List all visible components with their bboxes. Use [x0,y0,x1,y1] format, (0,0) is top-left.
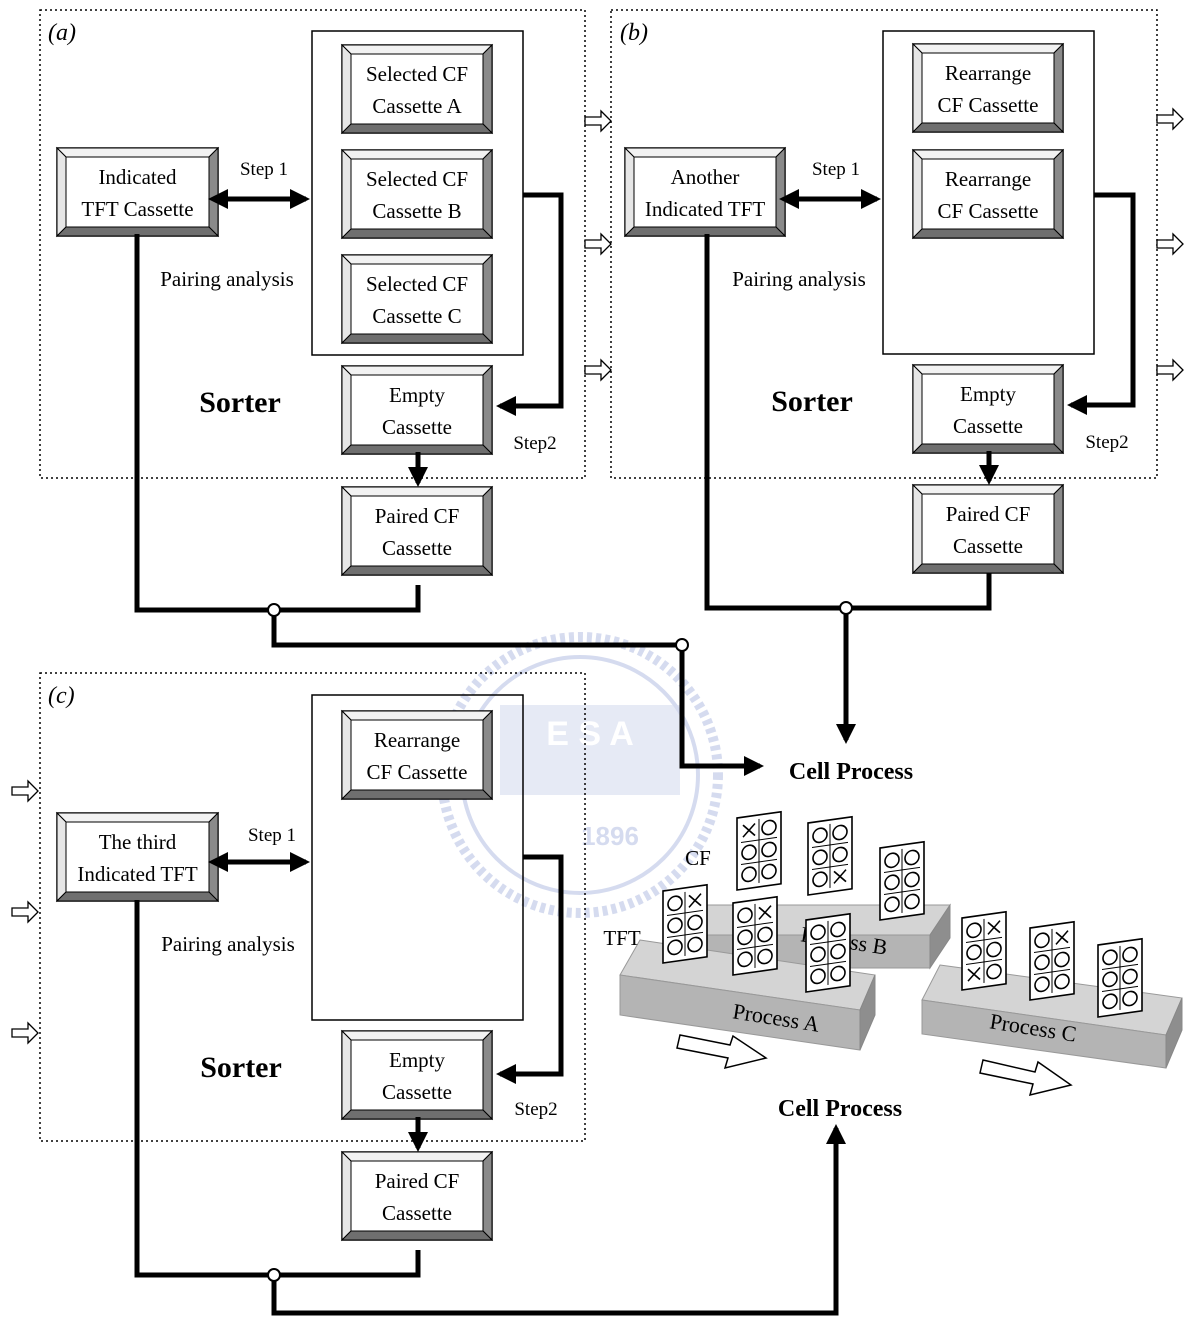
process-c-card-2 [1030,922,1074,1000]
panel-a-junction-line [274,610,682,645]
panel-a-empty-cassette-line-1: Empty [389,383,445,407]
panel-c-empty-cassette-line-1: Empty [389,1048,445,1072]
panel-c-tft-cassette-line-2: Indicated TFT [77,862,198,886]
panel-b-tft-cassette-line-1: Another [671,165,740,189]
panel-a-cf-cassette-c-line-2: Cassette C [372,304,461,328]
panel-c-paired-cassette-line-1: Paired CF [375,1169,460,1193]
panel-c-edge-arrow-1 [12,781,38,801]
panel-a-edge-arrow-1 [585,111,611,131]
panel-a-pairing-label: Pairing analysis [160,267,294,291]
panel-a-cf-cassette-a: Selected CF Cassette A [342,45,492,133]
panel-a-edge-arrow-3 [585,360,611,380]
panel-a-cf-cassette-a-line-1: Selected CF [366,62,468,86]
junction-a-left [268,604,280,616]
cf-substrate-card-2 [808,817,852,895]
panel-b-step1-label: Step 1 [812,159,860,180]
panel-c-edge-arrow-2 [12,902,38,922]
panel-b-paired-cassette-line-1: Paired CF [946,502,1031,526]
panel-c-tft-cassette-line-1: The third [99,830,177,854]
panel-b-frame [611,10,1157,478]
panel-b-step2-label: Step2 [1085,432,1128,453]
panel-b-cf-cassette-2-line-1: Rearrange [945,167,1031,191]
panel-b-label: (b) [620,20,648,46]
watermark-text: E S A [546,715,634,753]
panel-a-step2-arrow [500,195,561,406]
cf-substrate-card-3 [880,842,924,920]
tft-label: TFT [603,926,641,950]
tft-substrate-card-1 [663,885,707,963]
panel-c-paired-cassette-line-2: Cassette [382,1201,452,1225]
tft-substrate-card-3 [806,914,850,992]
panel-a-tft-cassette-line-2: TFT Cassette [81,197,193,221]
panel-a-paired-cassette: Paired CF Cassette [342,487,492,575]
panel-c-step1-label: Step 1 [248,825,296,846]
panel-b-paired-cassette-line-2: Cassette [953,534,1023,558]
panel-c-cf-cassette-line-2: CF Cassette [367,760,468,784]
panel-b-sorter-label: Sorter [771,385,853,418]
panel-a-cf-cassette-a-line-2: Cassette A [372,94,462,118]
panel-b-step2-arrow [1071,195,1133,405]
panel-c-cf-cassette-line-1: Rearrange [374,728,460,752]
panel-b-cf-cassette-2: Rearrange CF Cassette [913,150,1063,238]
cell-process-top-label: Cell Process [789,759,913,785]
panel-b-cf-cassette-2-line-2: CF Cassette [938,199,1039,223]
panel-a-label: (a) [48,20,76,46]
panel-a-empty-cassette-line-2: Cassette [382,415,452,439]
tft-substrate-card-2 [733,897,777,975]
panel-c-empty-cassette-line-2: Cassette [382,1080,452,1104]
panel-b-cf-cassette-1-line-1: Rearrange [945,61,1031,85]
panel-b-tft-cassette-line-2: Indicated TFT [645,197,766,221]
panel-a-paired-cassette-line-1: Paired CF [375,504,460,528]
process-a-flow-arrow [677,1035,766,1068]
panel-a-cf-cassette-b-line-2: Cassette B [372,199,461,223]
panel-b-empty-cassette-line-1: Empty [960,382,1016,406]
cf-label: CF [685,846,711,870]
process-c-card-1 [962,912,1006,990]
panel-b-pairing-label: Pairing analysis [732,267,866,291]
panel-a-paired-cassette-line-2: Cassette [382,536,452,560]
panel-c-cf-cassette: Rearrange CF Cassette [342,711,492,799]
junction-c [268,1269,280,1281]
panel-c-step2-label: Step2 [514,1099,557,1120]
panel-b-cf-cassette-1: Rearrange CF Cassette [913,44,1063,132]
panel-a-edge-arrow-2 [585,234,611,254]
panel-a-step2-label: Step2 [513,433,556,454]
panel-c-edge-arrow-3 [12,1023,38,1043]
junction-a-right [676,639,688,651]
panel-a-tft-cassette-line-1: Indicated [98,165,177,189]
panel-b-edge-arrow-1 [1157,109,1183,129]
panel-b-edge-arrow-2 [1157,234,1183,254]
process-c-card-3 [1098,939,1142,1017]
panel-a-cf-cassette-c: Selected CF Cassette C [342,255,492,343]
panel-b-cf-cassette-1-line-2: CF Cassette [938,93,1039,117]
cf-substrate-card-1 [737,812,781,890]
panel-a-sorter-label: Sorter [199,386,281,419]
cell-process-bottom-label: Cell Process [778,1096,902,1122]
panel-a-cf-cassette-c-line-1: Selected CF [366,272,468,296]
panel-a-step1-label: Step 1 [240,159,288,180]
watermark-year: 1896 [581,821,639,851]
panel-b-empty-cassette-line-2: Cassette [953,414,1023,438]
panel-c-label: (c) [48,683,75,709]
panel-c-paired-cassette: Paired CF Cassette [342,1152,492,1240]
panel-a-cf-cassette-b-line-1: Selected CF [366,167,468,191]
panel-b-edge-arrow-3 [1157,360,1183,380]
junction-b [840,602,852,614]
panel-a-cf-cassette-b: Selected CF Cassette B [342,150,492,238]
panel-b-paired-cassette: Paired CF Cassette [913,485,1063,573]
process-c-flow-arrow [980,1060,1071,1095]
panel-c-pairing-label: Pairing analysis [161,932,295,956]
panel-c-sorter-label: Sorter [200,1051,282,1084]
process-illustration: Process A Process B Process C CF TFT [603,812,1182,1095]
